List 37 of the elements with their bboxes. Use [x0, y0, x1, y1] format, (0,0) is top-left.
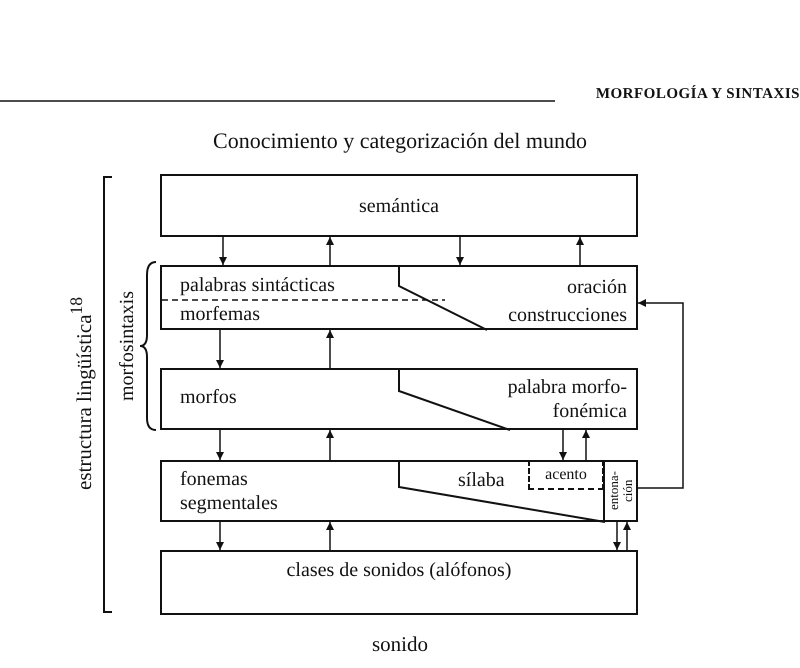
arrow — [623, 522, 631, 550]
top-label: Conocimiento y categorización del mundo — [212, 128, 588, 154]
node-text: construcciones — [507, 303, 627, 327]
node-text: sílaba — [458, 468, 506, 492]
arrow — [638, 299, 684, 489]
bottom-label: sonido — [370, 632, 429, 657]
node-text: morfos — [180, 385, 238, 409]
level-box — [160, 265, 638, 330]
dashed-box — [528, 460, 604, 490]
node-text: oración — [566, 275, 627, 299]
node-text: fonemas segmentales — [180, 467, 279, 515]
arrow — [326, 430, 334, 460]
arrow — [216, 522, 224, 550]
arrow — [559, 430, 567, 460]
node-text: morfemas — [180, 302, 261, 326]
level-box — [160, 550, 638, 615]
node-text: acento — [544, 465, 588, 485]
arrow — [326, 522, 334, 550]
arrow — [456, 237, 464, 265]
arrow — [582, 430, 590, 460]
side-label: morfosintaxis — [116, 290, 139, 403]
arrow — [216, 430, 224, 460]
arrow — [216, 330, 224, 368]
running-head: MORFOLOGÍA Y SINTAXIS — [594, 86, 800, 103]
node-text: semántica — [358, 194, 440, 218]
node-text: entona- ción — [607, 470, 635, 512]
arrow — [219, 237, 227, 265]
level-box — [160, 368, 638, 430]
arrow — [576, 237, 584, 265]
arrow — [326, 330, 334, 368]
node-text: clases de sonidos (alófonos) — [286, 558, 512, 582]
node-text: palabras sintácticas — [180, 273, 336, 297]
arrow — [613, 522, 621, 550]
level-box — [160, 460, 638, 522]
level-box — [160, 174, 638, 237]
arrow — [326, 237, 334, 265]
node-text: palabra morfo- fonémica — [506, 375, 627, 423]
